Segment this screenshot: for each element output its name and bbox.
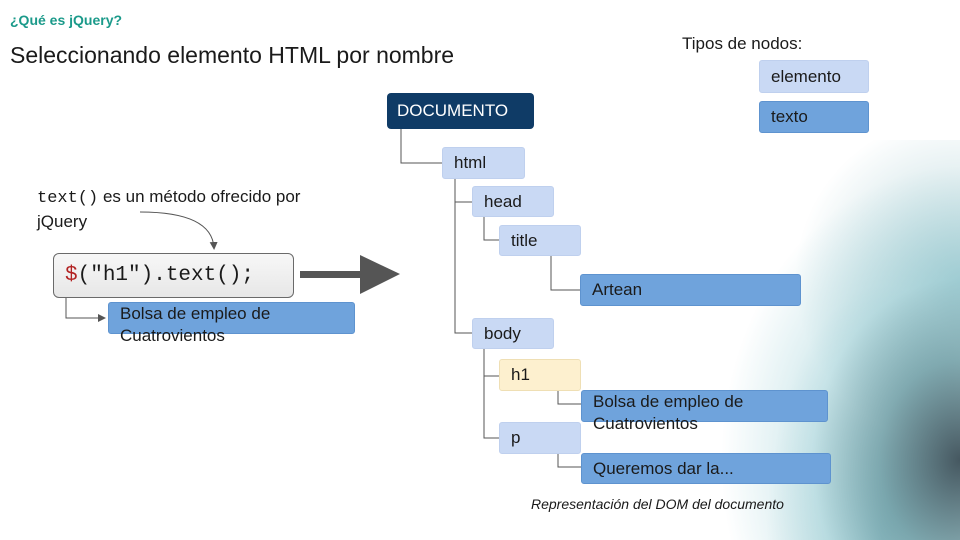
result-text-node: Bolsa de empleo de Cuatrovientos <box>108 302 355 345</box>
legend-title: Tipos de nodos: <box>682 34 803 53</box>
method-note-line2: jQuery <box>37 212 88 231</box>
node-h1: h1 <box>499 359 581 391</box>
node-title: title <box>499 225 581 256</box>
method-name: text() <box>37 189 99 208</box>
code-rest: ("h1").text(); <box>77 264 255 287</box>
big-arrow-icon <box>300 255 400 294</box>
node-p-text: Queremos dar la... <box>581 453 831 484</box>
node-h1-text: Bolsa de empleo de Cuatrovientos <box>581 390 828 433</box>
code-dollar: $ <box>65 264 78 287</box>
diagram-caption: Representación del DOM del documento <box>531 496 784 512</box>
node-body: body <box>472 318 554 349</box>
node-head: head <box>472 186 554 217</box>
legend-text-node: texto <box>759 101 869 133</box>
node-title-text: Artean <box>580 274 801 306</box>
method-note-line1: es un método ofrecido por <box>98 187 301 206</box>
code-snippet: $("h1").text(); <box>53 253 294 298</box>
node-p: p <box>499 422 581 454</box>
node-documento: DOCUMENTO <box>387 93 534 129</box>
node-html: html <box>442 147 525 179</box>
legend-element-node: elemento <box>759 60 869 93</box>
method-note: text() es un método ofrecido por jQuery <box>37 185 357 233</box>
slide-tag: ¿Qué es jQuery? <box>10 12 123 28</box>
slide-title: Seleccionando elemento HTML por nombre <box>10 42 455 68</box>
